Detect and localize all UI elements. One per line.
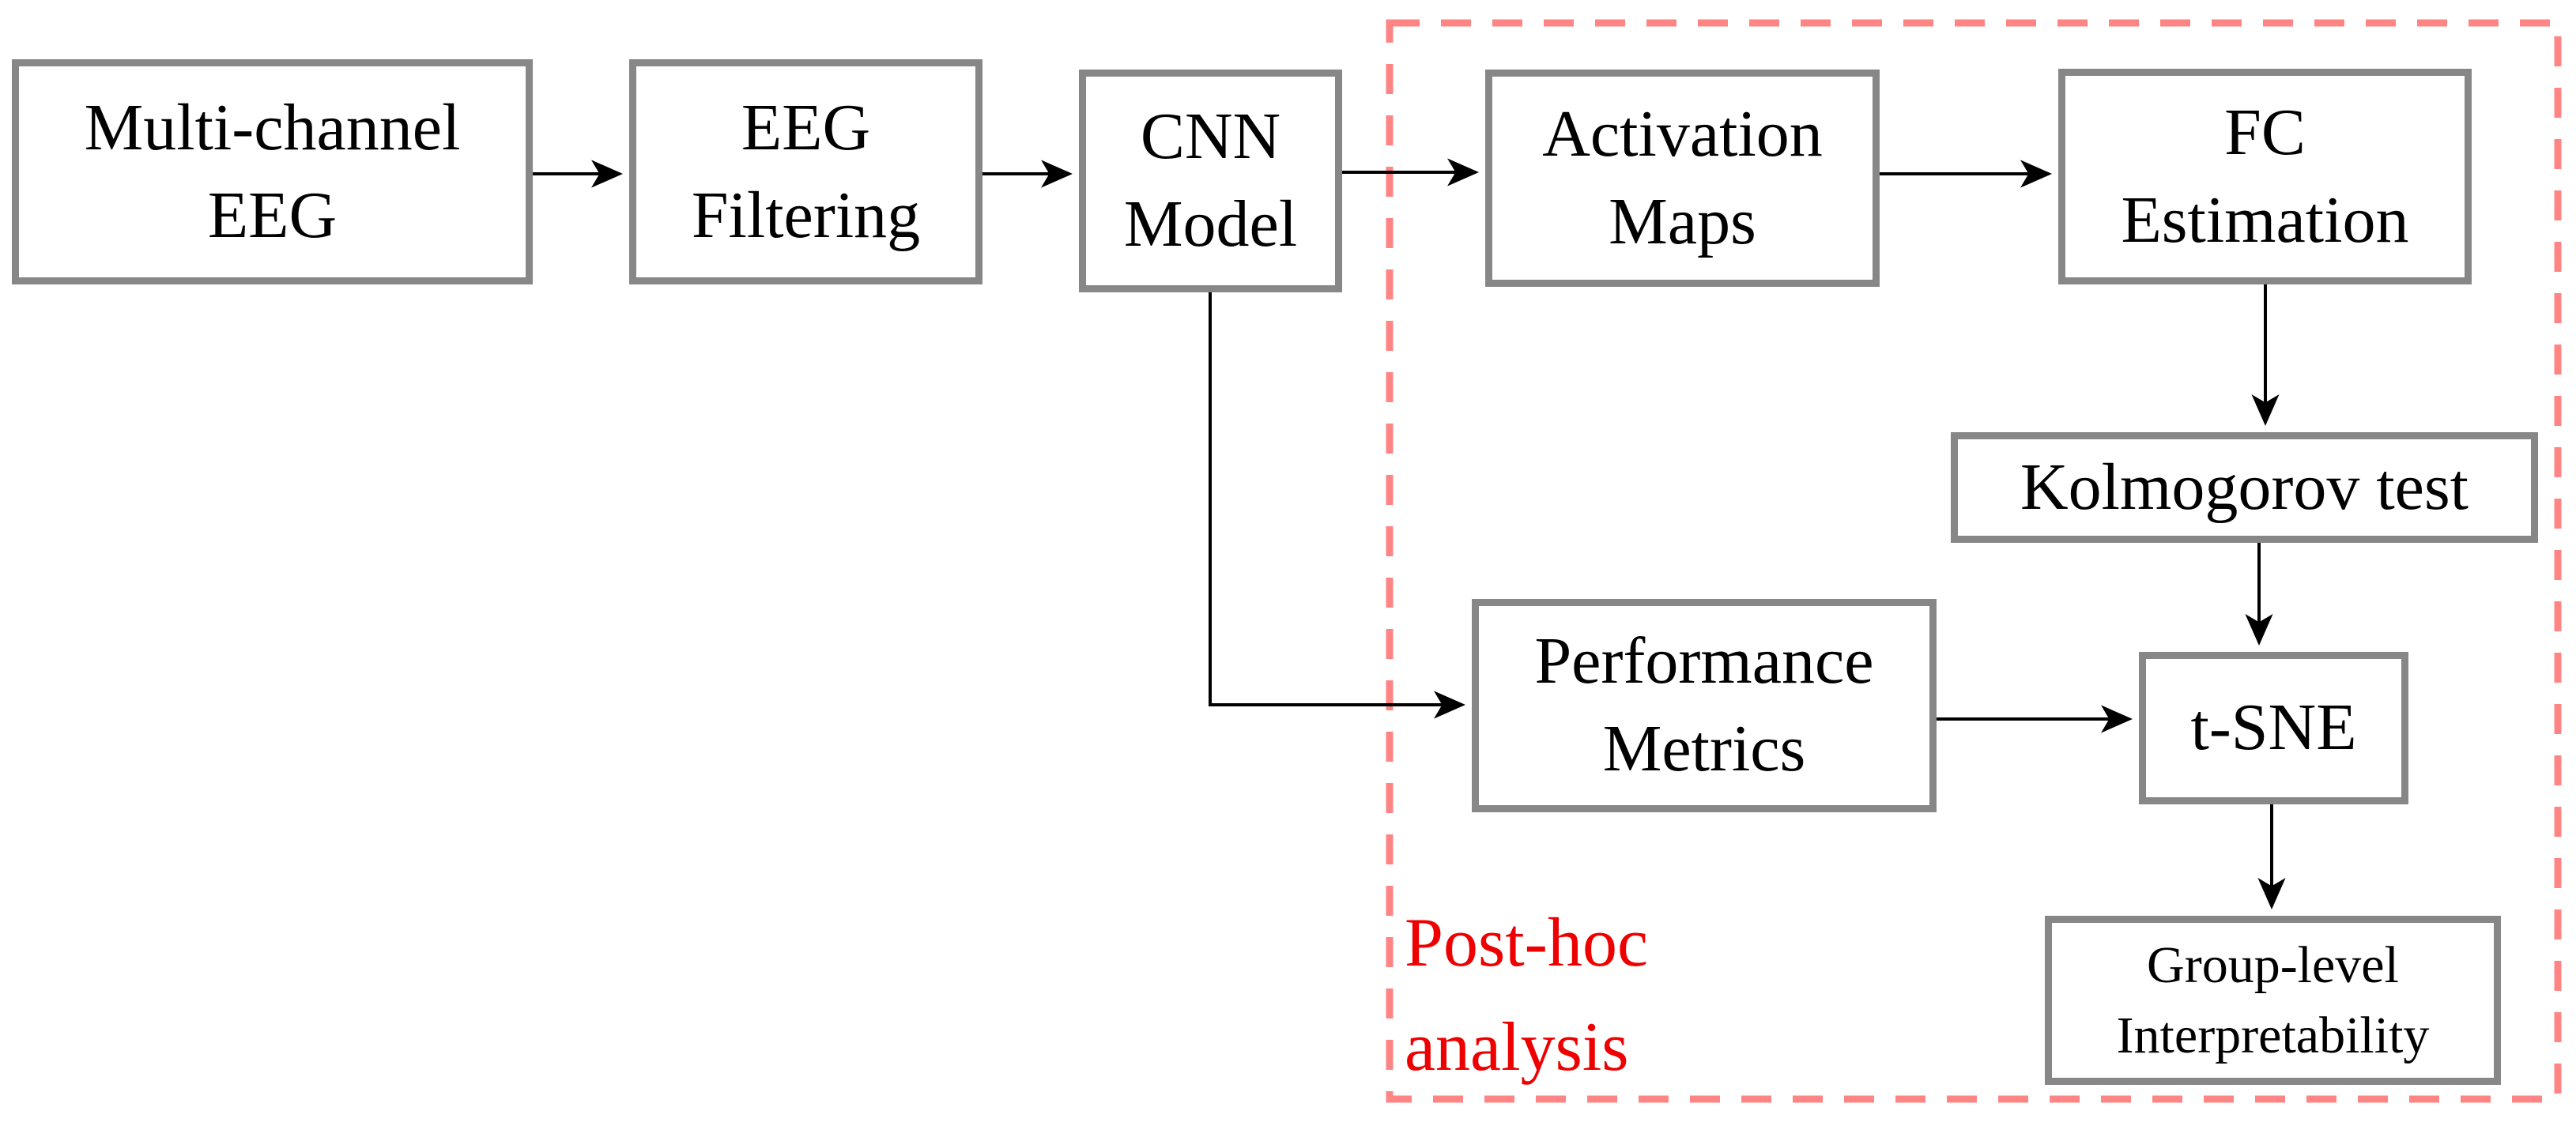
node-cnn-model: CNN Model [1079, 70, 1342, 292]
edge-cnnmodel-to-performancemetrics [1209, 292, 1465, 719]
node-multi-channel-eeg: Multi-channel EEG [12, 59, 533, 284]
node-activation-maps: Activation Maps [1485, 70, 1880, 287]
node-eeg-filtering-label: EEG Filtering [691, 90, 921, 252]
node-cnn-model-label: CNN Model [1123, 100, 1298, 261]
node-group-level-interpretability-label: Group-level Interpretability [2116, 936, 2430, 1064]
node-performance-metrics: Performance Metrics [1472, 599, 1937, 812]
node-group-level-interpretability: Group-level Interpretability [2045, 916, 2501, 1085]
node-multi-channel-eeg-label: Multi-channel EEG [84, 90, 461, 252]
node-t-sne: t-SNE [2139, 652, 2408, 804]
posthoc-region-label: Post-hoc analysis [1405, 905, 1648, 1086]
node-eeg-filtering: EEG Filtering [629, 59, 983, 284]
node-kolmogorov-test: Kolmogorov test [1951, 432, 2538, 543]
node-performance-metrics-label: Performance Metrics [1534, 624, 1874, 785]
node-t-sne-label: t-SNE [2190, 691, 2357, 765]
node-fc-estimation: FC Estimation [2058, 69, 2472, 284]
node-fc-estimation-label: FC Estimation [2121, 95, 2409, 257]
posthoc-region-border [1386, 19, 2562, 1103]
node-activation-maps-label: Activation Maps [1542, 96, 1823, 258]
node-kolmogorov-test-label: Kolmogorov test [2020, 450, 2469, 524]
